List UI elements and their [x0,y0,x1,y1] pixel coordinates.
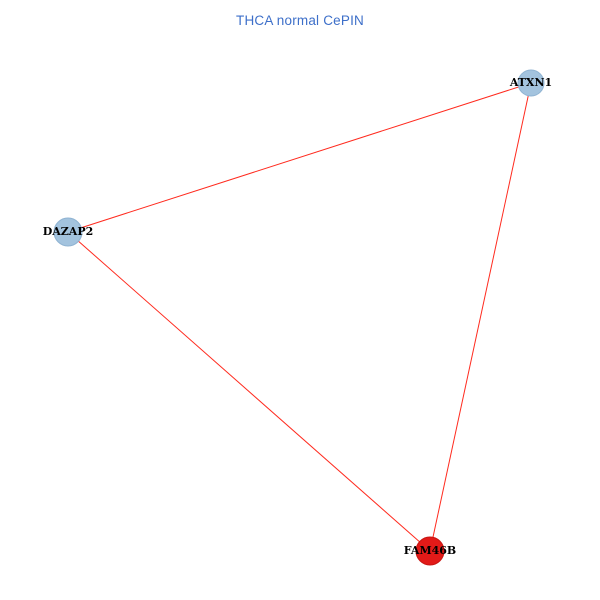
node-label-dazap2: DAZAP2 [43,225,94,238]
edge-atxn1-dazap2 [67,82,532,233]
plot-title: THCA normal CePIN [236,13,364,28]
edge-dazap2-fam46b [67,231,431,552]
node-dazap2 [53,217,83,247]
edge-atxn1-fam46b [429,82,532,552]
node-label-fam46b: FAM46B [404,544,456,557]
node-label-atxn1: ATXN1 [509,76,552,89]
node-atxn1 [517,69,545,97]
node-fam46b [415,536,445,566]
